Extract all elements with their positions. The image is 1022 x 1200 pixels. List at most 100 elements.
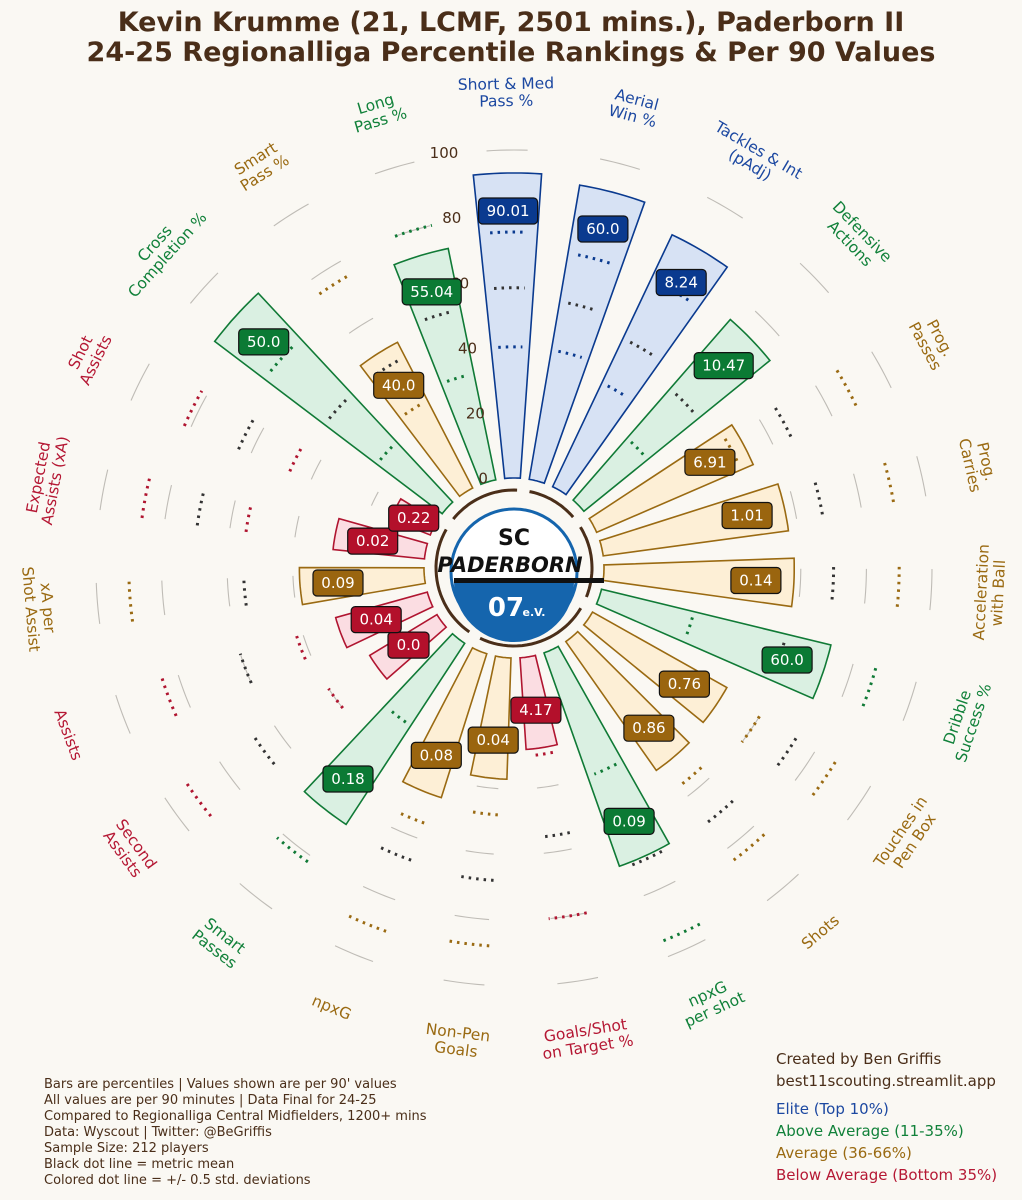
bar-short-med-pass- bbox=[472, 172, 543, 480]
sd-low-dot-line bbox=[396, 810, 425, 825]
mean-dot-line bbox=[774, 407, 793, 439]
category-label-line: Acceleration bbox=[970, 544, 993, 641]
value-box bbox=[684, 448, 736, 476]
mean-dot-line bbox=[567, 301, 598, 313]
radial-tick-label: 0 bbox=[478, 470, 488, 488]
category-label-line: Short & Med bbox=[458, 74, 555, 94]
value-box bbox=[467, 726, 519, 754]
value-box bbox=[322, 765, 374, 793]
mean-dot-line bbox=[237, 419, 255, 450]
value-box bbox=[761, 646, 813, 674]
group-arc bbox=[479, 607, 583, 648]
footnote-line: Data: Wyscout | Twitter: @BeGriffis bbox=[44, 1125, 272, 1140]
mean-dot-line bbox=[774, 737, 798, 769]
value-box bbox=[730, 566, 782, 595]
sd-low-dot-line bbox=[388, 708, 407, 724]
bar-aerial-win- bbox=[528, 184, 646, 485]
value-label: 0.09 bbox=[321, 574, 354, 592]
value-label: 0.08 bbox=[420, 746, 453, 764]
sd-high-dot-line bbox=[732, 833, 766, 862]
gridline-arc bbox=[115, 694, 131, 734]
value-box bbox=[312, 569, 364, 597]
gridline-arc bbox=[727, 825, 755, 849]
credit-site: best11scouting.streamlit.app bbox=[776, 1072, 996, 1090]
mean-dot-line bbox=[242, 576, 248, 606]
footnote-line: Bars are percentiles | Values shown are … bbox=[44, 1077, 397, 1092]
mean-dot-line bbox=[459, 874, 494, 882]
sd-high-dot-line bbox=[346, 913, 387, 933]
logo-stripe bbox=[454, 578, 604, 583]
gridline-arc bbox=[929, 569, 933, 611]
gridline-arc bbox=[476, 785, 499, 790]
gridline-arc bbox=[164, 797, 190, 832]
sd-low-dot-line bbox=[684, 617, 694, 638]
gridline-arc bbox=[370, 491, 379, 506]
sd-high-dot-line bbox=[184, 780, 213, 818]
category-label: Prog.Carries bbox=[955, 433, 1001, 494]
gridline-arc bbox=[164, 484, 173, 520]
logo-text-ev: e.V. bbox=[523, 606, 546, 619]
value-label: 0.02 bbox=[356, 532, 389, 550]
gridline-arc bbox=[161, 580, 166, 616]
gridline-arc bbox=[815, 385, 833, 417]
footnote-line: All values are per 90 minutes | Data Fin… bbox=[44, 1093, 377, 1108]
gridline-arc bbox=[543, 848, 572, 854]
gridline-arc bbox=[766, 873, 799, 902]
category-label-line: npxG bbox=[309, 992, 354, 1024]
sd-high-dot-line bbox=[127, 579, 135, 622]
value-label: 0.04 bbox=[359, 611, 392, 629]
value-label: 40.0 bbox=[382, 376, 415, 394]
radial-tick-label: 40 bbox=[458, 339, 477, 357]
group-arc bbox=[579, 526, 594, 598]
sd-low-dot-line bbox=[532, 750, 554, 757]
legend-item-average: Average (36-66%) bbox=[776, 1144, 912, 1162]
gridline-arc bbox=[273, 203, 309, 227]
bar-tackles-int-padj- bbox=[551, 233, 729, 496]
mean-dot-line bbox=[540, 831, 571, 839]
gridline-arc bbox=[902, 681, 917, 721]
club-logo: SC PADERBORN 07 e.V. bbox=[437, 507, 604, 642]
sd-high-dot-line bbox=[182, 390, 204, 427]
footnote-line: Compared to Regionalliga Central Midfiel… bbox=[44, 1109, 427, 1124]
value-box bbox=[387, 631, 430, 659]
value-label: 60.0 bbox=[770, 651, 803, 669]
gridline-arc bbox=[916, 456, 927, 497]
category-label: Goals/Shoton Target % bbox=[539, 1015, 635, 1064]
chart-title-line-1: Kevin Krumme (21, LCMF, 2501 mins.), Pad… bbox=[117, 7, 905, 38]
category-label: SmartPasses bbox=[188, 913, 250, 973]
sd-low-dot-line bbox=[677, 766, 703, 788]
sd-low-dot-line bbox=[740, 715, 761, 744]
category-label-line: Shots bbox=[798, 911, 843, 953]
category-label: Non-PenGoals bbox=[423, 1020, 491, 1063]
legend: Elite (Top 10%) Above Average (11-35%) A… bbox=[776, 1098, 997, 1186]
value-box bbox=[410, 741, 462, 770]
value-label: 4.17 bbox=[519, 701, 552, 719]
gridline-arc bbox=[754, 310, 780, 337]
sd-low-dot-line bbox=[295, 635, 307, 660]
category-label: npxG bbox=[309, 992, 354, 1024]
category-label: SecondAssists bbox=[98, 816, 160, 883]
value-label: 50.0 bbox=[247, 333, 280, 351]
sd-high-dot-line bbox=[490, 230, 527, 235]
category-label-line: with Ball bbox=[988, 559, 1009, 626]
category-label-line: xA per bbox=[37, 582, 59, 634]
gridline-arc bbox=[95, 582, 101, 624]
category-label-line: Shot Assist bbox=[18, 566, 43, 653]
legend-item-below-average: Below Average (Bottom 35%) bbox=[776, 1166, 998, 1184]
gridline-arc bbox=[454, 914, 490, 921]
gridline-arc bbox=[599, 158, 640, 170]
value-box bbox=[510, 696, 562, 724]
value-label: 0.04 bbox=[476, 731, 509, 749]
category-label: SmartPass % bbox=[228, 137, 292, 195]
mean-dot-line bbox=[379, 845, 412, 862]
mean-dot-line bbox=[424, 309, 453, 322]
value-label-layer: 60.08.2410.476.911.010.1460.00.760.860.0… bbox=[238, 197, 813, 836]
gridline-arc bbox=[294, 515, 300, 538]
value-label: 6.91 bbox=[693, 453, 726, 471]
radial-tick-label: 20 bbox=[466, 405, 485, 423]
gridline-arc bbox=[348, 317, 374, 334]
gridline-arc bbox=[465, 850, 494, 855]
category-label: Shots bbox=[798, 911, 843, 953]
sd-high-dot-line bbox=[895, 566, 901, 610]
category-label: npxGper shot bbox=[675, 973, 748, 1031]
